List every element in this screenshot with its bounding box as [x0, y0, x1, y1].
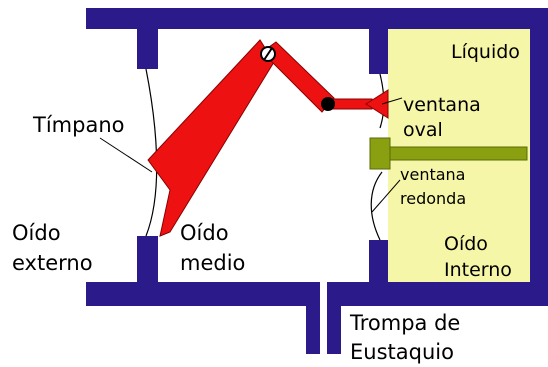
incus	[261, 41, 335, 113]
timpano-leader	[99, 137, 153, 173]
label-oido-medio-1: Oído	[180, 221, 229, 245]
eardrum-frame-bottom	[137, 236, 158, 282]
bottom-wall-left	[86, 282, 320, 306]
housing-walls	[86, 8, 548, 354]
label-oido-interno-2: Interno	[444, 259, 512, 281]
bottom-wall-right	[327, 282, 548, 306]
round-window-frame-bottom	[369, 240, 388, 282]
incus-joint	[321, 97, 335, 111]
label-ventana-oval-2: oval	[403, 119, 443, 141]
oval-window-frame-top	[369, 29, 388, 74]
label-trompa-2: Eustaquio	[350, 340, 454, 364]
label-ventana-oval-1: ventana	[403, 94, 481, 116]
right-wall	[530, 8, 548, 305]
stapes-bar	[369, 137, 528, 170]
label-oido-externo-1: Oído	[12, 221, 61, 245]
pivot-slot	[263, 47, 273, 61]
label-oido-medio-2: medio	[180, 251, 245, 275]
stapes-head	[369, 137, 391, 170]
eustachian-tube-left-wall	[306, 282, 320, 354]
label-ventana-redonda-2: redonda	[400, 189, 466, 208]
redonda-leader	[371, 179, 401, 213]
malleus	[147, 39, 275, 237]
label-liquido: Líquido	[451, 41, 520, 63]
label-trompa-1: Trompa de	[349, 311, 460, 335]
eustachian-tube-right-wall	[327, 282, 341, 354]
round-window-membrane	[370, 171, 383, 241]
top-wall	[86, 8, 548, 29]
eardrum-frame-top	[137, 29, 158, 69]
oval-leader	[381, 97, 403, 105]
label-ventana-redonda-1: ventana	[400, 165, 465, 184]
stapes-footplate	[365, 89, 389, 119]
label-timpano: Tímpano	[32, 113, 124, 137]
stapes-shaft	[383, 146, 528, 161]
label-oido-externo-2: externo	[12, 251, 93, 275]
label-oido-interno-1: Oído	[444, 233, 488, 255]
